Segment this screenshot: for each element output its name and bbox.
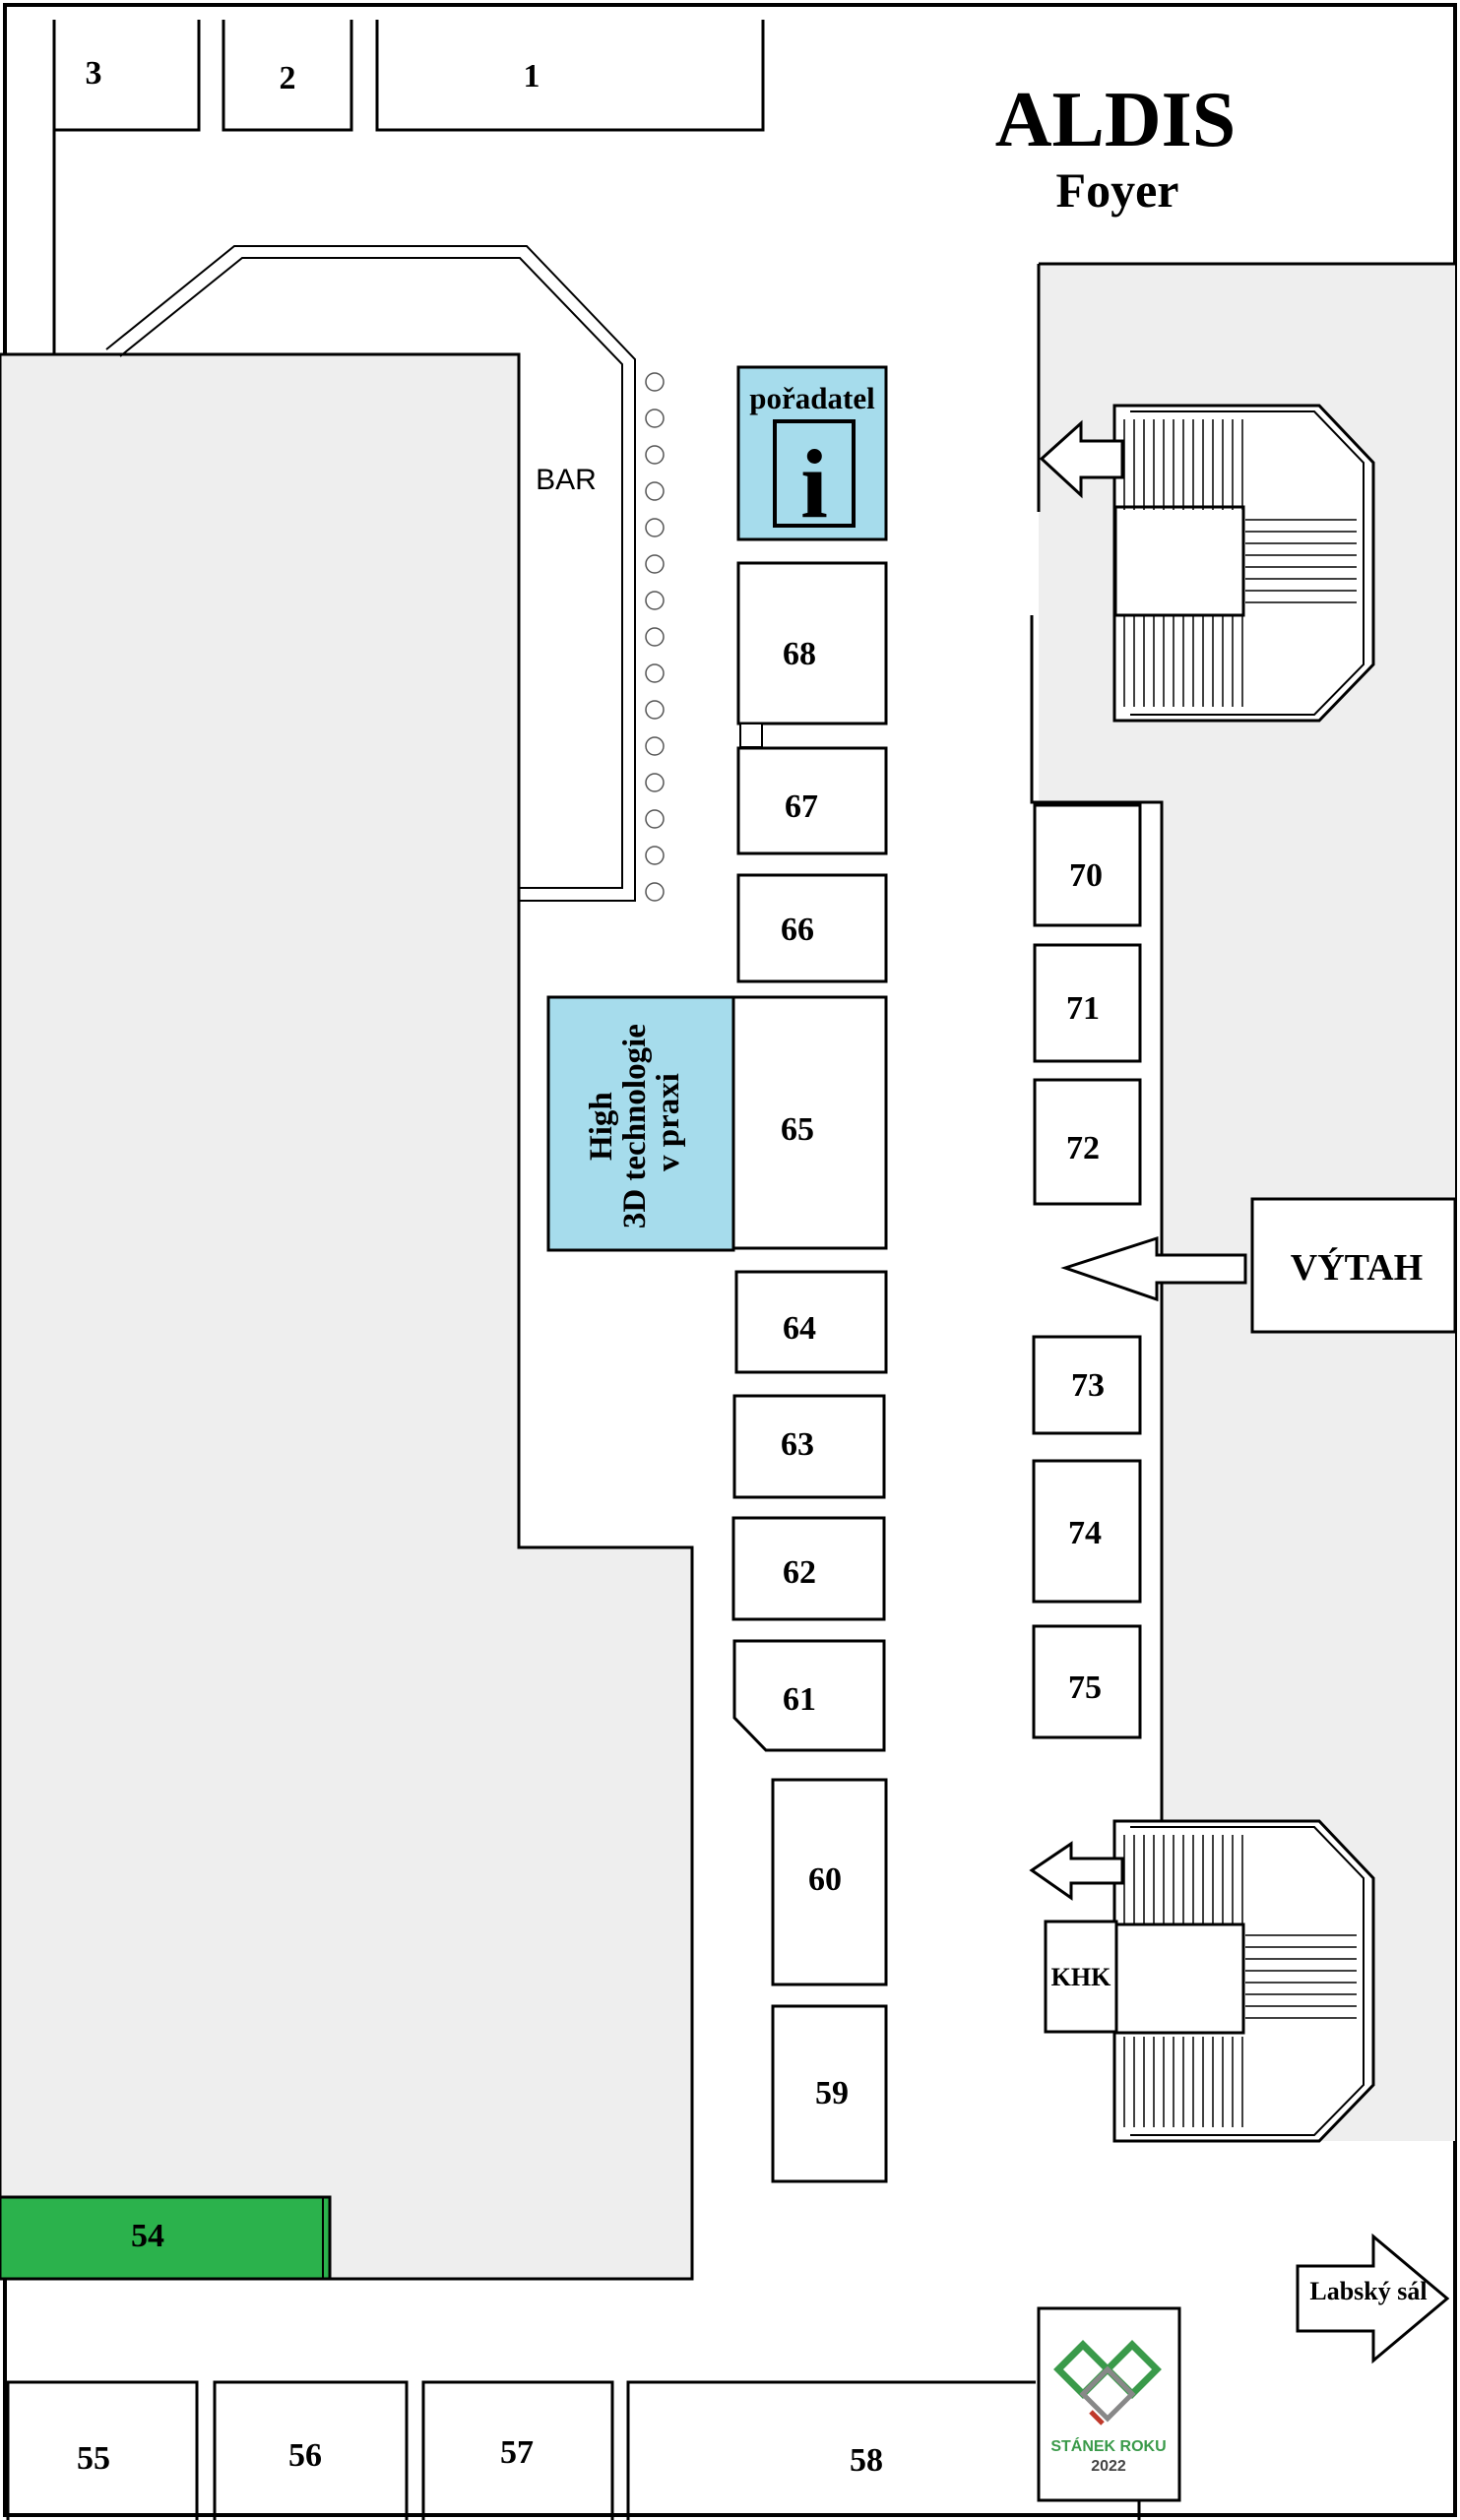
bar-stool-icon [645, 591, 665, 610]
venue-title: ALDIS [995, 77, 1237, 163]
booth-68[interactable]: 68 [736, 561, 888, 748]
booth-66[interactable]: 66 [736, 873, 888, 983]
booth-74-label: 74 [1068, 1515, 1102, 1551]
award-logo-icon [1053, 2340, 1162, 2426]
bar-stool-icon [645, 554, 665, 574]
venue-subtitle: Foyer [1056, 162, 1179, 218]
bar-stool-icon [645, 445, 665, 465]
booth-62[interactable]: 62 [731, 1516, 886, 1621]
booth-64[interactable]: 64 [734, 1270, 888, 1374]
booth-71[interactable]: 71 [1033, 943, 1142, 1063]
bar-stool-icon [645, 809, 665, 829]
info-icon: i [800, 429, 828, 538]
booth-64-label: 64 [783, 1310, 816, 1347]
booth-67-label: 67 [785, 788, 818, 825]
booth-68-label: 68 [783, 636, 816, 672]
booth-58-label: 58 [850, 2442, 883, 2479]
booth-70[interactable]: 70 [1033, 803, 1142, 927]
high-tech-label: High 3D technologie v praxi [584, 1016, 686, 1228]
booth-63[interactable]: 63 [732, 1394, 886, 1499]
booth-72-label: 72 [1066, 1130, 1100, 1166]
lower-staircase [1112, 1819, 1375, 2143]
award-line2: 2022 [1091, 2458, 1126, 2475]
booth-2-label: 2 [280, 60, 296, 96]
booth-59[interactable]: 59 [771, 2004, 888, 2183]
labsky-sal-direction[interactable]: Labský sál [1296, 2233, 1450, 2364]
booth-high-3d-technologie[interactable]: High 3D technologie v praxi [546, 995, 735, 1252]
bar-stool-icon [645, 663, 665, 683]
booth-60[interactable]: 60 [771, 1778, 888, 1986]
bar-stool-icon [645, 481, 665, 501]
booth-60-label: 60 [808, 1861, 842, 1898]
booth-55[interactable]: 55 [6, 2380, 199, 2520]
right-service-block [1039, 264, 1455, 2141]
award-line1: STÁNEK ROKU [1050, 2436, 1166, 2455]
organizer-info-booth[interactable]: pořadatel i [736, 365, 888, 541]
booth-61-label: 61 [783, 1681, 816, 1718]
booth-71-label: 71 [1066, 990, 1100, 1027]
right-block-left-edge-lower [1030, 615, 1164, 1821]
bar-stool-icon [645, 627, 665, 647]
booth-70-label: 70 [1069, 857, 1103, 894]
booth-56[interactable]: 56 [213, 2380, 409, 2520]
elevator-label: VÝTAH [1291, 1247, 1423, 1289]
stanek-roku-award: STÁNEK ROKU 2022 [1037, 2306, 1181, 2520]
labsky-sal-label: Labský sál [1309, 2277, 1427, 2305]
booth-66-label: 66 [781, 912, 814, 948]
bar-stool-icon [645, 846, 665, 865]
booth-63-label: 63 [781, 1426, 814, 1463]
booth-1[interactable]: 1 [375, 20, 765, 132]
bar-stool-icon [645, 700, 665, 720]
booth-65[interactable]: 65 [731, 995, 888, 1250]
bar-stool-icon [645, 372, 665, 392]
bar-counter [105, 245, 636, 902]
upper-stairs-arrow [1039, 419, 1124, 499]
booth-74[interactable]: 74 [1032, 1459, 1142, 1604]
khk-booth[interactable]: KHK [1044, 1920, 1118, 2034]
booth-3[interactable]: 3 [52, 20, 201, 132]
upper-staircase [1112, 404, 1375, 723]
bar-label: BAR [536, 464, 597, 496]
khk-label: KHK [1051, 1963, 1111, 1991]
booth-72[interactable]: 72 [1033, 1078, 1142, 1206]
booth-65-label: 65 [781, 1111, 814, 1148]
booth-61[interactable]: 61 [732, 1639, 886, 1752]
booth-75[interactable]: 75 [1032, 1624, 1142, 1739]
booth-3-label: 3 [86, 55, 102, 92]
info-icon-frame [773, 419, 856, 528]
booth-56-label: 56 [288, 2437, 322, 2474]
booth-73-label: 73 [1071, 1367, 1105, 1404]
bar-stools [645, 372, 665, 902]
booth-54[interactable]: 54 [0, 2195, 332, 2281]
elevator-direction-arrow [1060, 1235, 1247, 1302]
lower-stairs-arrow [1029, 1841, 1124, 1901]
left-hall-block [0, 352, 694, 2281]
booth-55-label: 55 [77, 2440, 110, 2477]
bar-stool-icon [645, 409, 665, 428]
booth-62-label: 62 [783, 1554, 816, 1591]
booth-57-label: 57 [500, 2434, 534, 2471]
bar-stool-icon [645, 882, 665, 902]
bar-stool-icon [645, 518, 665, 537]
booth-2[interactable]: 2 [222, 20, 353, 132]
booth-73[interactable]: 73 [1032, 1335, 1142, 1435]
booth-67[interactable]: 67 [736, 746, 888, 855]
booth-1-label: 1 [524, 58, 540, 94]
organizer-label: pořadatel [749, 381, 875, 415]
elevator[interactable]: VÝTAH [1250, 1197, 1457, 1334]
booth-75-label: 75 [1068, 1670, 1102, 1706]
bar-stool-icon [645, 773, 665, 792]
booth-58[interactable]: 58 [626, 2380, 1036, 2520]
booth-54-label: 54 [131, 2218, 164, 2254]
booth-57[interactable]: 57 [421, 2380, 614, 2520]
booth-59-label: 59 [815, 2075, 849, 2111]
bar-stool-icon [645, 736, 665, 756]
